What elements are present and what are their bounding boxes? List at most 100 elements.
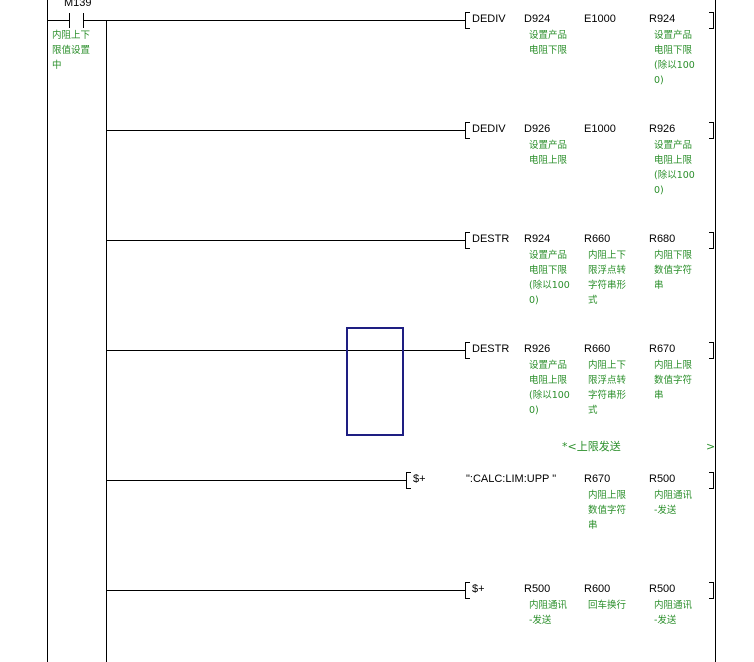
operand-3-comment: 内阻上限 数值字符 串 — [654, 358, 692, 403]
comment-line: 数值字符 — [654, 265, 693, 276]
instruction-mnemonic[interactable]: DESTR — [472, 343, 510, 355]
comment-line: 限浮点转 — [588, 265, 627, 276]
comment-line: 电阻上限 — [654, 155, 693, 166]
comment-line: 式 — [588, 405, 598, 416]
comment-line: 0) — [654, 185, 664, 196]
operand-2[interactable]: R670 — [584, 473, 611, 485]
comment-line: -发送 — [654, 615, 677, 626]
comment-line: 内阻上限 — [654, 360, 693, 371]
comment-line: 内阻通讯 — [529, 600, 568, 611]
comment-line: 字符串形 — [588, 280, 627, 291]
comment-line: 串 — [654, 390, 664, 401]
left-power-rail — [47, 0, 48, 662]
instruction-mnemonic[interactable]: DEDIV — [472, 123, 506, 135]
comment-line: 电阻下限 — [529, 45, 568, 56]
instruction-right-bracket — [709, 12, 714, 29]
comment-line: 电阻下限 — [529, 265, 568, 276]
line-comment[interactable]: *<上限发送 — [562, 440, 621, 453]
comment-line: 内阻上下 — [588, 360, 627, 371]
instruction-mnemonic[interactable]: DEDIV — [472, 13, 506, 25]
operand-2-comment: 回车换行 — [588, 598, 626, 613]
contact-comment: 内阻上下 限值设置 中 — [52, 28, 90, 73]
comment-line: 设置产品 — [529, 30, 568, 41]
selection-cursor[interactable] — [346, 327, 404, 436]
instruction-right-bracket — [709, 232, 714, 249]
operand-2[interactable]: R600 — [584, 583, 611, 595]
operand-3[interactable]: R670 — [649, 343, 676, 355]
operand-3-comment: 内阻下限 数值字符 串 — [654, 248, 692, 293]
instruction-right-bracket — [709, 472, 714, 489]
comment-line: 数值字符 — [654, 375, 693, 386]
operand-2-comment: 内阻上下 限浮点转 字符串形 式 — [588, 248, 626, 308]
operand-2[interactable]: E1000 — [584, 123, 616, 135]
rung-wire — [106, 350, 465, 351]
operand-3[interactable]: R926 — [649, 123, 676, 135]
comment-line: -发送 — [529, 615, 552, 626]
comment-line: 数值字符 — [588, 505, 627, 516]
operand-3[interactable]: R924 — [649, 13, 676, 25]
comment-line: 内阻通讯 — [654, 600, 693, 611]
comment-line: -发送 — [654, 505, 677, 516]
comment-line: 内阻下限 — [654, 250, 693, 261]
comment-line: 电阻上限 — [529, 155, 568, 166]
instruction-left-bracket — [465, 122, 470, 139]
instruction-mnemonic[interactable]: $+ — [413, 473, 426, 485]
comment-line: 限浮点转 — [588, 375, 627, 386]
operand-1-comment: 设置产品 电阻下限 — [529, 28, 567, 58]
comment-line: 限值设置 — [52, 45, 91, 56]
operand-1[interactable]: D924 — [524, 13, 551, 25]
rung-wire — [47, 20, 69, 21]
operand-3-comment: 设置产品 电阻上限 (除以100 0) — [654, 138, 695, 198]
comment-line: 设置产品 — [529, 360, 568, 371]
operand-1[interactable]: ":CALC:LIM:UPP " — [466, 473, 557, 485]
contact-address[interactable]: M139 — [64, 0, 92, 9]
operand-3[interactable]: R500 — [649, 473, 676, 485]
comment-line: 串 — [654, 280, 664, 291]
right-power-rail — [715, 0, 716, 662]
comment-line: 式 — [588, 295, 598, 306]
rung-wire — [83, 20, 465, 21]
comment-line: 内阻通讯 — [654, 490, 693, 501]
instruction-left-bracket — [406, 472, 411, 489]
operand-1-comment: 设置产品 电阻上限 (除以100 0) — [529, 358, 570, 418]
operand-1-comment: 设置产品 电阻上限 — [529, 138, 567, 168]
comment-line: 内阻上限 — [588, 490, 627, 501]
operand-1[interactable]: R924 — [524, 233, 551, 245]
operand-1[interactable]: D926 — [524, 123, 551, 135]
operand-1[interactable]: R926 — [524, 343, 551, 355]
operand-2[interactable]: R660 — [584, 233, 611, 245]
operand-2[interactable]: E1000 — [584, 13, 616, 25]
comment-line: 设置产品 — [529, 250, 568, 261]
branch-line — [106, 20, 107, 662]
comment-line: 电阻上限 — [529, 375, 568, 386]
comment-line: 内阻上下 — [588, 250, 627, 261]
line-comment-end-marker: > — [706, 440, 716, 453]
comment-line: 设置产品 — [654, 140, 693, 151]
instruction-left-bracket — [465, 232, 470, 249]
operand-2[interactable]: R660 — [584, 343, 611, 355]
comment-line: 电阻下限 — [654, 45, 693, 56]
operand-1-comment: 内阻通讯 -发送 — [529, 598, 567, 628]
comment-line: 字符串形 — [588, 390, 627, 401]
operand-3[interactable]: R500 — [649, 583, 676, 595]
comment-line: 0) — [529, 405, 539, 416]
comment-line: 串 — [588, 520, 598, 531]
comment-line: 0) — [654, 75, 664, 86]
operand-2-comment: 内阻上下 限浮点转 字符串形 式 — [588, 358, 626, 418]
operand-1[interactable]: R500 — [524, 583, 551, 595]
operand-2-comment: 内阻上限 数值字符 串 — [588, 488, 626, 533]
instruction-mnemonic[interactable]: DESTR — [472, 233, 510, 245]
operand-3-comment: 设置产品 电阻下限 (除以100 0) — [654, 28, 695, 88]
instruction-right-bracket — [709, 342, 714, 359]
operand-3[interactable]: R680 — [649, 233, 676, 245]
comment-line: 中 — [52, 60, 62, 71]
instruction-right-bracket — [709, 582, 714, 599]
instruction-mnemonic[interactable]: $+ — [472, 583, 485, 595]
instruction-right-bracket — [709, 122, 714, 139]
rung-wire — [106, 590, 465, 591]
operand-1-comment: 设置产品 电阻下限 (除以100 0) — [529, 248, 570, 308]
contact-left-bar — [69, 13, 70, 28]
comment-line: (除以100 — [654, 170, 695, 181]
operand-3-comment: 内阻通讯 -发送 — [654, 598, 692, 628]
